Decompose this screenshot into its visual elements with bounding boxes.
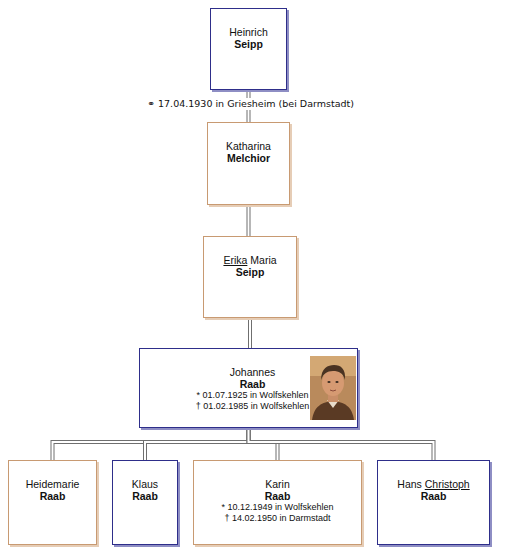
life-date: † 14.02.1950 in Darmstadt [224, 513, 330, 524]
family-name: Raab [40, 490, 66, 502]
family-name: Raab [132, 490, 158, 502]
given-name: Erika Maria [223, 254, 276, 266]
connector-inner [249, 318, 251, 348]
family-name: Seipp [236, 266, 265, 278]
family-name: Melchior [227, 152, 270, 164]
life-date: † 01.02.1985 in Wolfskehlen [196, 401, 309, 412]
given-name: Hans Christoph [397, 478, 469, 490]
family-connector [53, 428, 249, 460]
connector-outer [249, 428, 434, 460]
family-name: Seipp [234, 38, 263, 50]
person-box: HeidemarieRaab [8, 460, 97, 545]
person-box: KlausRaab [112, 460, 178, 545]
family-connector [250, 318, 251, 348]
person-box: KatharinaMelchior [207, 122, 290, 205]
connector-inner [145, 428, 249, 460]
person-box: KarinRaab* 10.12.1949 in Wolfskehlen† 14… [193, 460, 362, 545]
connector-inner [248, 205, 250, 236]
family-connector [249, 428, 434, 460]
given-name: Klaus [132, 478, 158, 490]
connector-outer [53, 428, 249, 460]
family-name: Raab [421, 490, 447, 502]
given-name: Katharina [226, 140, 271, 152]
connector-inner [53, 428, 249, 460]
connector-outer [248, 318, 252, 348]
family-connector [248, 205, 249, 236]
given-name: Karin [265, 478, 290, 490]
marriage-label: ⚭ 17.04.1930 in Griesheim (bei Darmstadt… [144, 98, 357, 110]
family-name: Raab [265, 490, 291, 502]
connector-outer [145, 428, 249, 460]
given-name: Heinrich [229, 26, 268, 38]
connector-outer [247, 205, 251, 236]
person-box: HeinrichSeipp [210, 8, 287, 90]
family-name: Raab [240, 378, 266, 390]
connector-inner [249, 428, 434, 460]
portrait-photo [310, 356, 356, 420]
life-date: * 10.12.1949 in Wolfskehlen [222, 502, 334, 513]
family-connector [145, 428, 249, 460]
person-box: Erika MariaSeipp [203, 236, 297, 318]
person-box: Hans ChristophRaab [377, 460, 490, 545]
given-name: Heidemarie [26, 478, 80, 490]
life-date: * 01.07.1925 in Wolfskehlen [197, 390, 309, 401]
given-name: Johannes [230, 366, 276, 378]
